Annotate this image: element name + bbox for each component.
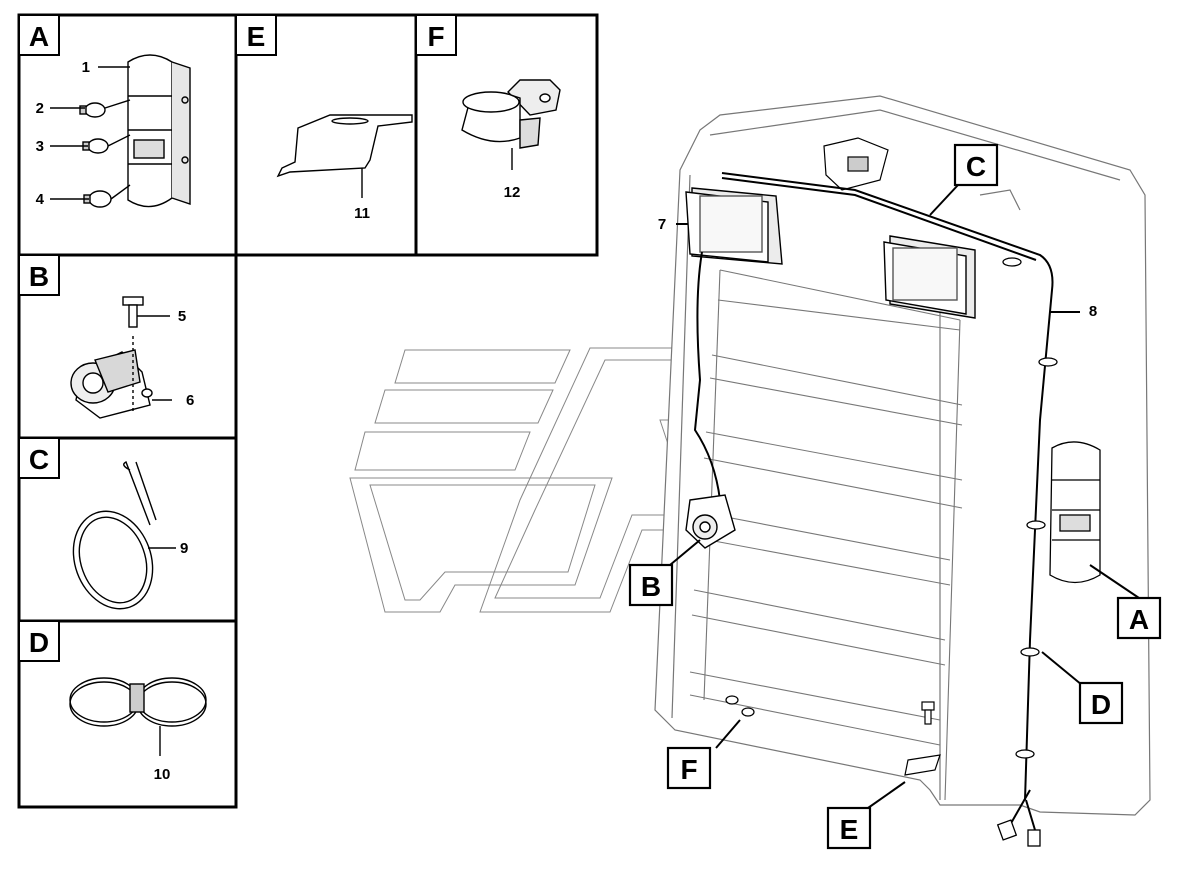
part-number-9: 9 <box>180 540 188 557</box>
part-number-4: 4 <box>36 191 45 208</box>
door-slats <box>689 269 963 801</box>
junction-box <box>823 137 889 191</box>
panel-d-frame <box>17 619 238 809</box>
callout-d: D <box>1091 689 1111 720</box>
callout-boxes <box>628 143 1162 850</box>
part-number-11: 11 <box>354 205 370 222</box>
part-number-5: 5 <box>178 308 186 325</box>
callout-e: E <box>840 814 859 845</box>
license-lamp-holder <box>685 494 736 549</box>
panel-c-letter: C <box>29 444 49 475</box>
part-number-8: 8 <box>1089 303 1097 320</box>
callout-c: C <box>966 151 986 182</box>
panel-letter-boxes <box>18 14 457 662</box>
part-number-3: 3 <box>36 138 44 155</box>
door-bracket <box>904 754 941 776</box>
part-number-1: 1 <box>82 59 90 76</box>
part-number-12: 12 <box>504 184 521 201</box>
panel-f-frame <box>414 13 599 257</box>
work-light-left <box>685 187 783 265</box>
panel-a-letter: A <box>29 21 49 52</box>
callout-f: F <box>680 754 697 785</box>
wiring-harness <box>693 172 1054 831</box>
harness-clips <box>1002 257 1058 759</box>
holder-drawing <box>70 296 172 419</box>
panel-d-letter: D <box>29 627 49 658</box>
callout-b: B <box>641 571 661 602</box>
rear-door-panel <box>654 95 1151 816</box>
panel-f-letter: F <box>427 21 444 52</box>
harness-connectors <box>996 819 1041 847</box>
bracket-drawing <box>276 114 413 198</box>
panel-b-letter: B <box>29 261 49 292</box>
tail-lamp-drawing <box>50 54 191 208</box>
clamp-drawing <box>461 79 561 170</box>
work-light-right <box>883 235 976 319</box>
side-tail-lamp <box>1049 441 1101 584</box>
bolts <box>725 695 935 725</box>
part-number-2: 2 <box>36 100 44 117</box>
panel-e-letter: E <box>247 21 266 52</box>
callout-a: A <box>1129 604 1149 635</box>
part-number-6: 6 <box>186 392 194 409</box>
part-number-10: 10 <box>154 766 171 783</box>
double-clamp-drawing <box>69 677 207 756</box>
detail-panels <box>17 13 599 809</box>
cable-tie-drawing <box>72 461 176 610</box>
callout-leaders <box>669 184 1143 809</box>
part-number-7: 7 <box>658 216 666 233</box>
